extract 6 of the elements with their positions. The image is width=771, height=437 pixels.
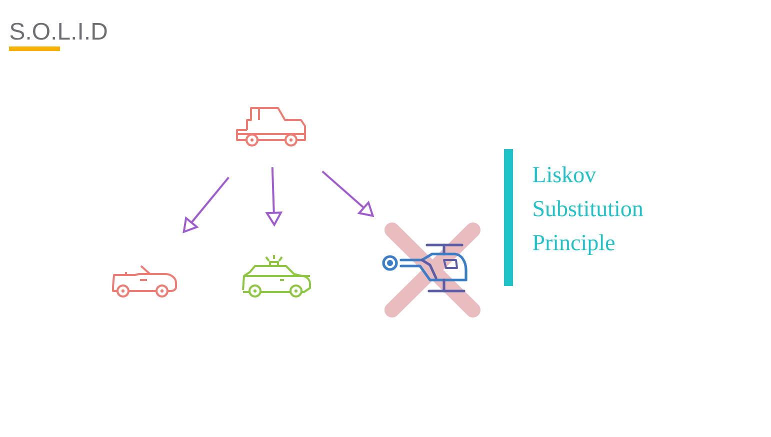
principle-name: Liskov Substitution Principle <box>532 166 644 256</box>
police-car-drawing <box>242 255 311 298</box>
car-drawing <box>236 107 306 146</box>
helicopter-drawing <box>382 244 468 292</box>
title: S.O.L.I.D <box>10 22 107 40</box>
convertible-drawing <box>112 265 177 298</box>
